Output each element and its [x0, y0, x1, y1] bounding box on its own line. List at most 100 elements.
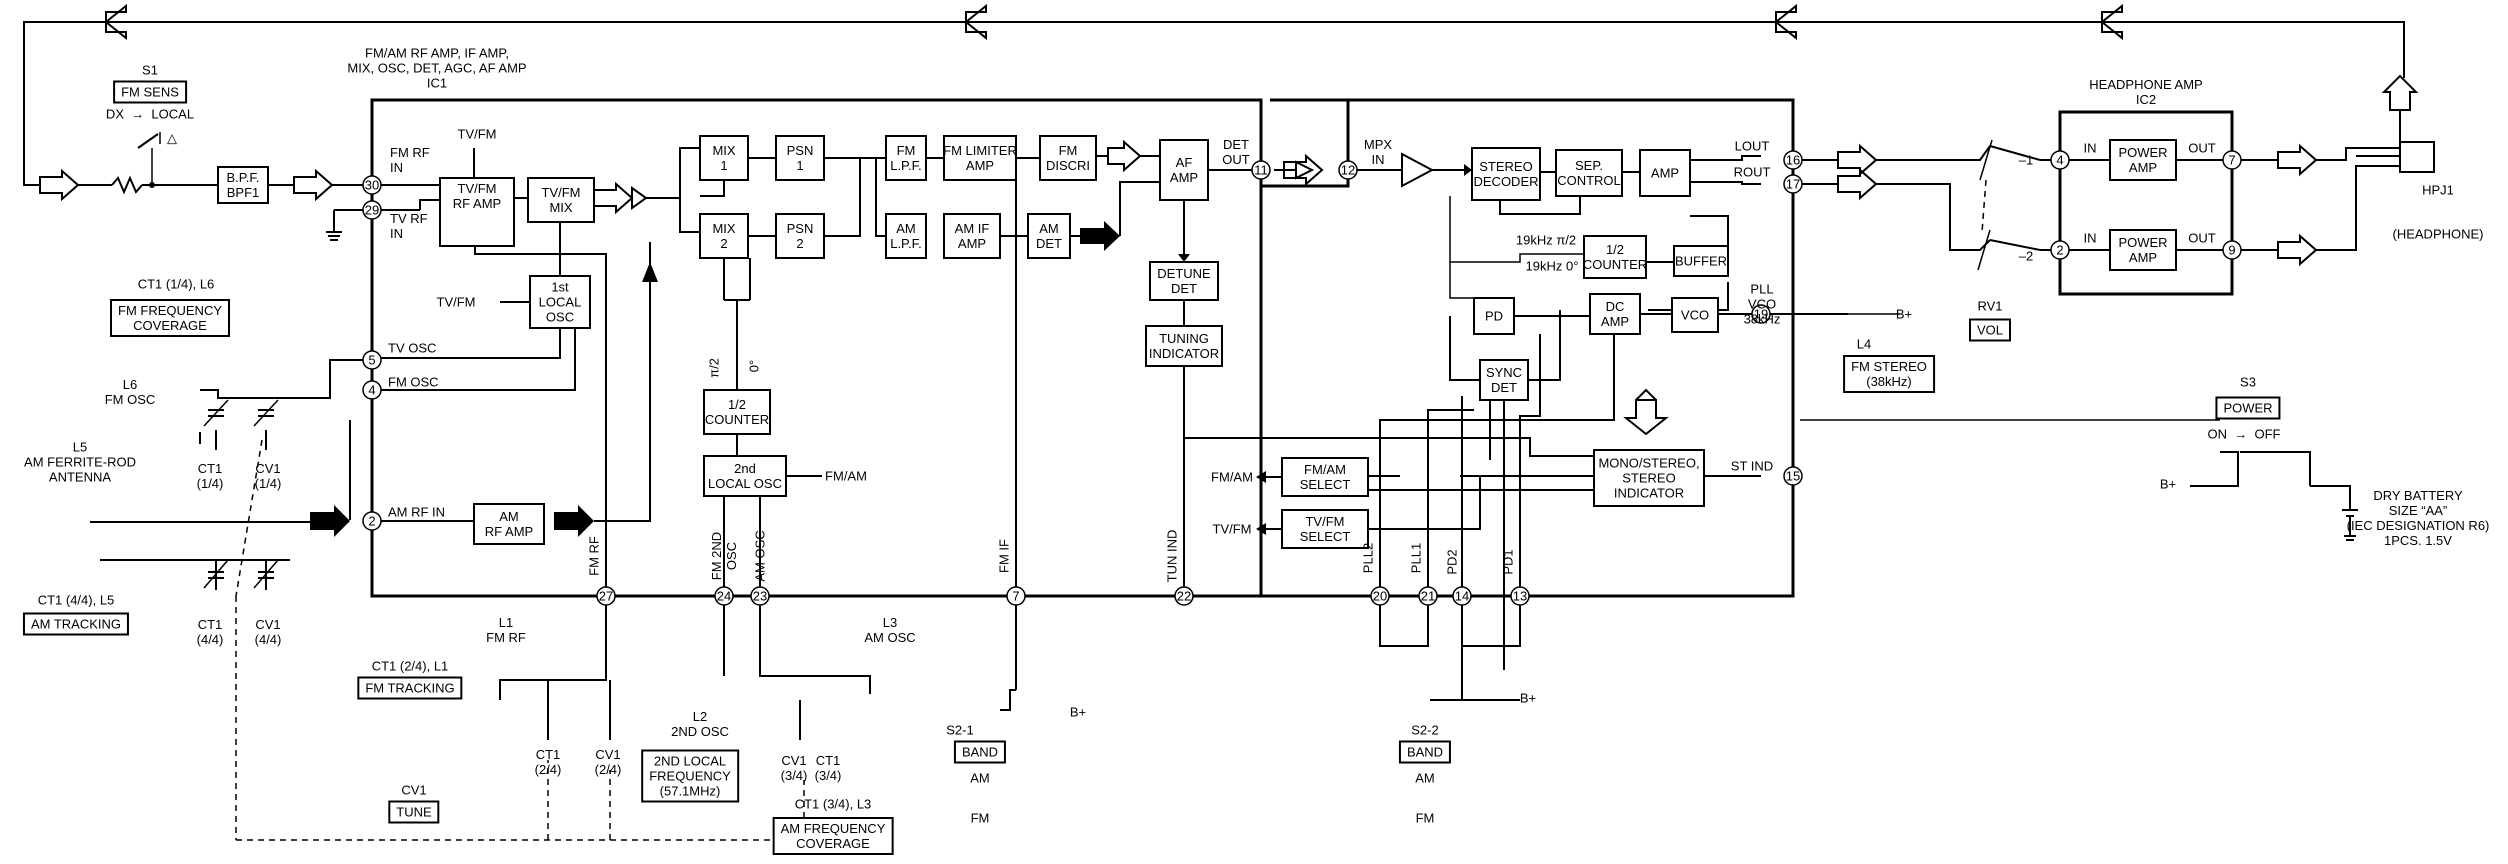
label-tv-rf-in: TV RF IN [390, 211, 428, 241]
pin-circle [362, 175, 382, 195]
ic2-label: HEADPHONE AMP IC2 [2089, 77, 2203, 107]
block-mono-stereo: MONO/STEREO, STEREO INDICATOR [1598, 455, 1700, 501]
pin-circle [1452, 586, 1472, 606]
label-cv1: CV1 [401, 782, 427, 798]
label-ct1-44: CT1 (4/4) [196, 617, 224, 647]
tag-tune: TUNE [388, 800, 440, 824]
pin-number: 2 [368, 513, 376, 529]
tag-vol: VOL [1968, 318, 2012, 342]
block-am-if: AM IF AMP [954, 221, 990, 251]
tag-am-freq-cov: AM FREQUENCY COVERAGE [772, 817, 894, 855]
pin-number: 19 [1753, 306, 1769, 322]
block-mix2: MIX 2 [712, 221, 736, 251]
label-out2: OUT [2188, 230, 2216, 246]
block-sync-det: SYNC DET [1485, 365, 1523, 395]
label-s1: S1 [142, 62, 158, 78]
label-l5: L5 AM FERRITE-ROD ANTENNA [24, 439, 136, 485]
block-pd: PD [1484, 308, 1504, 324]
label-m1: –1 [2018, 152, 2034, 168]
pin-circle [1174, 586, 1194, 606]
pin-circle [362, 511, 382, 531]
label-fm-osc: FM OSC [388, 374, 439, 390]
pin-circle [1370, 586, 1390, 606]
block-af-amp: AF AMP [1169, 155, 1199, 185]
block-half-counter: 1/2 COUNTER [704, 397, 770, 427]
pin-circle [1251, 160, 1271, 180]
block-power-amp2: POWER AMP [2118, 235, 2168, 265]
label-dx-local: DX → LOCAL [105, 106, 195, 122]
pin-number: 7 [2228, 152, 2236, 168]
pin-circle [2050, 240, 2070, 260]
label-in1: IN [2083, 140, 2097, 156]
label-fm2nd-osc: FM 2ND OSC [709, 531, 739, 581]
block-detune: DETUNE DET [1157, 266, 1211, 296]
block-local-osc: 1st LOCAL OSC [538, 279, 582, 325]
pin-circle [1751, 304, 1771, 324]
block-sep: SEP. CONTROL [1557, 158, 1621, 188]
label-ct1-34: CT1 (3/4) [814, 753, 842, 783]
label-headphone: (HEADPHONE) [2392, 226, 2484, 242]
block-half-counter2: 1/2 COUNTER [1582, 242, 1648, 272]
pin-number: 16 [1785, 152, 1801, 168]
label-pd2: PD2 [1444, 549, 1460, 575]
label-tri: △ [167, 130, 177, 146]
pin-circle [750, 586, 770, 606]
pin-circle [1783, 150, 1803, 170]
label-cv1-34: CV1 (3/4) [780, 753, 808, 783]
block-fmam-sel: FM/AM SELECT [1299, 462, 1351, 492]
tag-power: POWER [2215, 396, 2281, 420]
block-buffer: BUFFER [1675, 253, 1727, 269]
label-on-off: ON → OFF [2207, 426, 2281, 442]
label-l2: L2 2ND OSC [671, 709, 729, 739]
label-ct1-24: CT1 (2/4) [534, 747, 562, 777]
label-am-osc-pin: AM OSC [752, 530, 768, 582]
label-rout: ROUT [1733, 164, 1771, 180]
label-fmam: FM/AM [825, 468, 867, 484]
pin-number: 7 [1012, 588, 1020, 604]
label-battery: DRY BATTERY SIZE “AA” (IEC DESIGNATION R… [2346, 488, 2490, 548]
label-ct1-24-l1: CT1 (2/4), L1 [371, 658, 449, 674]
block-power-amp1: POWER AMP [2118, 145, 2168, 175]
label-19k-pi2: 19kHz π/2 [1515, 232, 1577, 248]
label-fm-if: FM IF [996, 539, 1012, 573]
pin-number: 14 [1454, 588, 1470, 604]
pin-number: 27 [598, 588, 614, 604]
pin-number: 29 [364, 202, 380, 218]
label-cv1-44: CV1 (4/4) [254, 617, 282, 647]
pin-number: 11 [1254, 162, 1268, 178]
pin-number: 30 [364, 177, 380, 193]
label-tvfm-out: TV/FM [1212, 521, 1252, 537]
label-st-ind: ST IND [1730, 458, 1774, 474]
pin-circle [362, 200, 382, 220]
pin-circle [714, 586, 734, 606]
label-fm1: FM [970, 810, 990, 826]
block-tvfm-rf: TV/FM RF AMP [452, 181, 502, 211]
label-bplus-l4: B+ [1895, 306, 1913, 322]
pin-circle [1338, 160, 1358, 180]
pin-circle [362, 350, 382, 370]
label-tv-osc: TV OSC [388, 340, 437, 356]
tag-fm-sens: FM SENS [113, 80, 187, 104]
block-tuning: TUNING INDICATOR [1148, 331, 1220, 361]
label-am-rf-in: AM RF IN [388, 504, 446, 520]
label-fm-rf-in: FM RF IN [390, 145, 430, 175]
tag-fm-tracking: FM TRACKING [357, 676, 463, 700]
label-tvfm-top: TV/FM [457, 126, 497, 142]
pin-number: 9 [2228, 242, 2236, 258]
pin-number: 12 [1340, 162, 1356, 178]
label-pd1: PD1 [1500, 549, 1516, 575]
pin-number: 4 [368, 382, 376, 398]
pin-number: 5 [368, 352, 376, 368]
pin-number: 24 [716, 588, 732, 604]
tag-band2: BAND [1398, 740, 1452, 764]
block-bpf: B.P.F. BPF1 [226, 170, 260, 200]
label-zero: 0° [746, 359, 762, 373]
label-pll1: PLL1 [1408, 542, 1424, 574]
label-pi2: π/2 [706, 358, 722, 378]
label-fm-rf-pin: FM RF [586, 536, 602, 576]
pin-number: 15 [1785, 468, 1801, 484]
pin-circle [2222, 240, 2242, 260]
block-fm-lim: FM LIMITER AMP [943, 143, 1017, 173]
pin-number: 21 [1420, 588, 1436, 604]
